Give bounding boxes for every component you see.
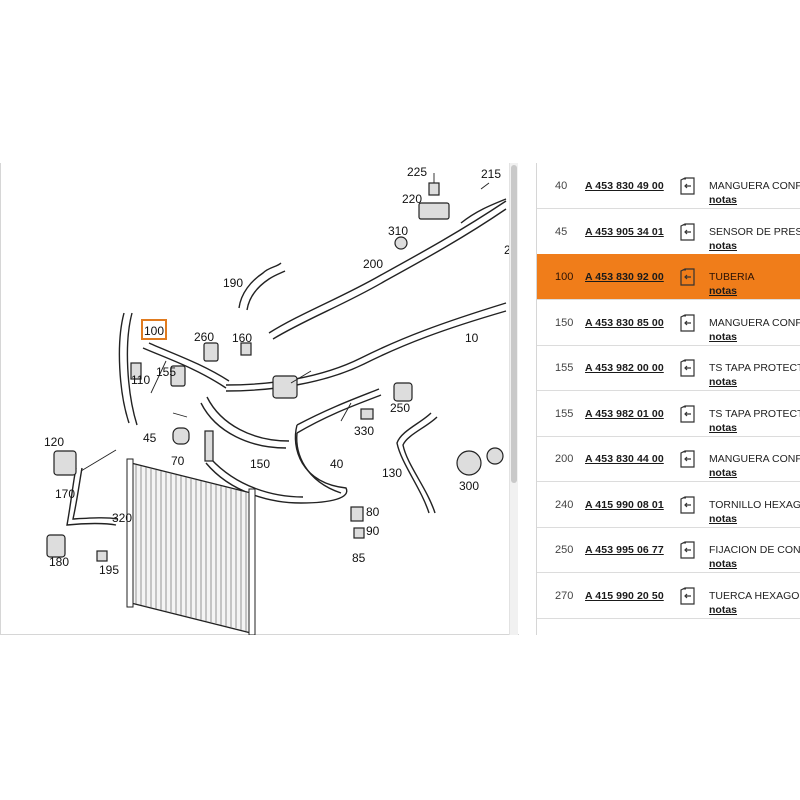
callout-45: 45 <box>143 431 157 445</box>
callout-80: 80 <box>366 505 380 519</box>
part-number-link[interactable]: A 415 990 08 01 <box>585 498 664 511</box>
part-description: MANGUERA CONFO <box>709 453 800 465</box>
add-to-cart-icon[interactable] <box>679 540 696 560</box>
diagram-scrollbar[interactable] <box>509 163 518 635</box>
part-number-link[interactable]: A 453 982 00 00 <box>585 362 664 374</box>
callout-220: 220 <box>402 192 422 206</box>
notes-link[interactable]: notas <box>709 467 738 479</box>
part-position: 100 <box>555 271 574 283</box>
part-description: TUBERIA <box>709 271 755 283</box>
part-position: 270 <box>555 589 574 602</box>
callout-155: 155 <box>156 365 176 379</box>
callout-130: 130 <box>382 466 402 480</box>
notes-link[interactable]: notas <box>709 558 738 570</box>
notes-link[interactable]: notas <box>709 194 738 206</box>
callout-310: 310 <box>388 224 408 238</box>
callout-330: 330 <box>354 424 374 438</box>
callout-90: 90 <box>366 524 380 538</box>
diagram-scrollbar-thumb[interactable] <box>511 165 517 483</box>
part-row[interactable]: 270 A 415 990 20 50 TUERCA HEXAGONAnotas <box>537 573 800 619</box>
notes-link[interactable]: notas <box>709 421 738 434</box>
callout-225: 225 <box>407 165 427 179</box>
notes-link[interactable]: notas <box>709 603 738 616</box>
callout-190: 190 <box>223 276 243 290</box>
part-number-link[interactable]: A 453 995 06 77 <box>585 544 664 556</box>
add-to-cart-icon[interactable] <box>679 267 696 287</box>
notes-link[interactable]: notas <box>709 512 738 525</box>
callout-260: 260 <box>194 330 214 344</box>
part-row[interactable]: 250 A 453 995 06 77 FIJACION DE COND notas <box>537 527 800 573</box>
part-position: 250 <box>555 544 574 556</box>
callout-180: 180 <box>49 555 69 569</box>
part-row[interactable]: 155 A 453 982 01 00 TS TAPA PROTECTOnotas <box>537 391 800 437</box>
part-position: 150 <box>555 316 574 329</box>
callout-195: 195 <box>99 563 119 577</box>
callout-320: 320 <box>112 511 132 525</box>
notes-link[interactable]: notas <box>709 376 738 388</box>
callout-40: 40 <box>330 457 344 471</box>
part-number-link[interactable]: A 453 905 34 01 <box>585 225 664 238</box>
add-to-cart-icon[interactable] <box>679 176 696 196</box>
callout-2: 2 <box>504 243 511 257</box>
condenser <box>126 458 256 635</box>
callout-85: 85 <box>352 551 366 565</box>
part-position: 40 <box>555 180 568 192</box>
add-to-cart-icon[interactable] <box>679 222 696 242</box>
part-number-link[interactable]: A 453 830 49 00 <box>585 180 664 192</box>
part-position: 155 <box>555 362 574 374</box>
callout-250: 250 <box>390 401 410 415</box>
callout-10: 10 <box>465 331 479 345</box>
part-description: TORNILLO HEXAGO <box>709 498 800 511</box>
callout-200: 200 <box>363 257 383 271</box>
notes-link[interactable]: notas <box>709 285 738 297</box>
part-description: TS TAPA PROTECTO <box>709 362 800 374</box>
callout-110: 110 <box>131 373 150 387</box>
part-description: FIJACION DE COND <box>709 544 800 556</box>
part-description: SENSOR DE PRESIO <box>709 225 800 238</box>
add-to-cart-icon[interactable] <box>679 404 696 424</box>
selected-callout-box <box>141 319 167 340</box>
part-number-link[interactable]: A 453 982 01 00 <box>585 407 664 420</box>
notes-link[interactable]: notas <box>709 239 738 252</box>
callout-215: 215 <box>481 167 501 181</box>
diagram-drawing: 225 215 220 310 200 190 260 160 100 110 … <box>44 165 511 635</box>
part-position: 200 <box>555 453 574 465</box>
notes-link[interactable]: notas <box>709 330 738 343</box>
callout-300: 300 <box>459 479 479 493</box>
part-row[interactable]: 155 A 453 982 00 00 TS TAPA PROTECTO notas <box>537 345 800 391</box>
part-number-link[interactable]: A 453 830 44 00 <box>585 453 664 465</box>
callout-170: 170 <box>55 487 75 501</box>
add-to-cart-icon[interactable] <box>679 313 696 333</box>
part-position: 45 <box>555 225 568 238</box>
part-row[interactable]: 45 A 453 905 34 01 SENSOR DE PRESIOnotas <box>537 209 800 255</box>
add-to-cart-icon[interactable] <box>679 495 696 515</box>
add-to-cart-icon[interactable] <box>679 358 696 378</box>
callout-120: 120 <box>44 435 64 449</box>
part-position: 155 <box>555 407 574 420</box>
callout-100: 100 <box>144 324 164 338</box>
callout-150: 150 <box>250 457 270 471</box>
part-number-link[interactable]: A 453 830 85 00 <box>585 316 664 329</box>
part-description: TS TAPA PROTECTO <box>709 407 800 420</box>
add-to-cart-icon[interactable] <box>679 449 696 469</box>
exploded-parts-diagram[interactable]: 225 215 220 310 200 190 260 160 100 110 … <box>0 163 519 635</box>
part-row[interactable]: 100 A 453 830 92 00 TUBERIA notas <box>537 254 800 300</box>
part-description: TUERCA HEXAGONA <box>709 589 800 602</box>
part-description: MANGUERA CONFO <box>709 180 800 192</box>
part-row[interactable]: 40 A 453 830 49 00 MANGUERA CONFO notas <box>537 163 800 209</box>
callout-160: 160 <box>232 331 252 345</box>
part-number-link[interactable]: A 453 830 92 00 <box>585 271 664 283</box>
callout-70: 70 <box>171 454 185 468</box>
part-row[interactable]: 200 A 453 830 44 00 MANGUERA CONFO notas <box>537 436 800 482</box>
part-number-link[interactable]: A 415 990 20 50 <box>585 589 664 602</box>
part-description: MANGUERA CONFO <box>709 316 800 329</box>
add-to-cart-icon[interactable] <box>679 586 696 606</box>
part-position: 240 <box>555 498 574 511</box>
